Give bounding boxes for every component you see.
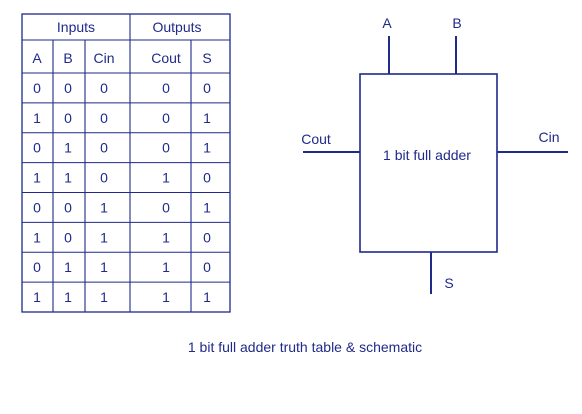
table-row: 1 0 1 1 0 [33, 229, 211, 245]
adder-block [359, 73, 498, 253]
table-cell-b: 1 [64, 140, 72, 156]
pin-s-label: S [444, 275, 453, 291]
table-cell-a: 0 [33, 140, 41, 156]
table-cell-cin: 1 [100, 289, 108, 305]
table-cell-a: 1 [33, 170, 41, 186]
pin-cin-label: Cin [538, 129, 559, 145]
column-header-cout: Cout [151, 50, 181, 66]
pin-b-label: B [452, 15, 461, 31]
table-cell-a: 0 [33, 80, 41, 96]
table-cell-cin: 0 [100, 140, 108, 156]
table-cell-s: 0 [203, 229, 211, 245]
table-cell-a: 1 [33, 110, 41, 126]
table-cell-a: 1 [33, 289, 41, 305]
table-cell-a: 0 [33, 199, 41, 215]
table-cell-cout: 0 [162, 80, 170, 96]
table-row: 0 1 0 0 1 [33, 140, 211, 156]
table-cell-cin: 0 [100, 80, 108, 96]
table-cell-b: 0 [64, 110, 72, 126]
table-cell-s: 0 [203, 259, 211, 275]
pin-cout-label: Cout [301, 131, 331, 147]
table-row: 0 0 0 0 0 [33, 80, 211, 96]
table-cell-cin: 0 [100, 110, 108, 126]
table-cell-s: 1 [203, 110, 211, 126]
table-body: 0 0 0 0 0 1 0 0 0 1 0 1 0 0 1 1 1 0 1 0 0 0 1 0 1 1 0 1 1 0 0 1 1 1 0 1 1 1 1 1 [33, 80, 211, 305]
table-cell-cout: 1 [162, 259, 170, 275]
table-cell-cout: 1 [162, 229, 170, 245]
table-cell-b: 0 [64, 80, 72, 96]
table-cell-cin: 1 [100, 259, 108, 275]
table-cell-b: 1 [64, 289, 72, 305]
table-cell-b: 1 [64, 170, 72, 186]
table-cell-cout: 0 [162, 140, 170, 156]
table-cell-a: 1 [33, 229, 41, 245]
table-row: 1 0 0 0 1 [33, 110, 211, 126]
column-header-a: A [32, 50, 42, 66]
column-header-s: S [202, 50, 211, 66]
table-row: 1 1 1 1 1 [33, 289, 211, 305]
outputs-group-header: Outputs [152, 19, 201, 35]
table-cell-b: 0 [64, 199, 72, 215]
table-cell-cout: 0 [162, 199, 170, 215]
table-cell-s: 1 [203, 199, 211, 215]
pin-a-label: A [382, 15, 392, 31]
inputs-group-header: Inputs [57, 19, 95, 35]
table-cell-b: 1 [64, 259, 72, 275]
table-cell-cout: 1 [162, 170, 170, 186]
adder-block-label: 1 bit full adder [383, 147, 471, 163]
table-cell-cin: 1 [100, 229, 108, 245]
table-cell-cin: 0 [100, 170, 108, 186]
table-cell-s: 0 [203, 170, 211, 186]
table-grid-lines [22, 14, 230, 312]
figure-caption: 1 bit full adder truth table & schematic [188, 339, 422, 355]
table-cell-a: 0 [33, 259, 41, 275]
full-adder-schematic: 1 bit full adder A B Cout Cin S [301, 15, 568, 294]
table-cell-s: 1 [203, 140, 211, 156]
table-cell-cout: 0 [162, 110, 170, 126]
table-cell-s: 1 [203, 289, 211, 305]
column-header-cin: Cin [93, 50, 114, 66]
table-cell-cout: 1 [162, 289, 170, 305]
table-cell-s: 0 [203, 80, 211, 96]
table-row: 0 0 1 0 1 [33, 199, 211, 215]
table-row: 1 1 0 1 0 [33, 170, 211, 186]
table-row: 0 1 1 1 0 [33, 259, 211, 275]
column-header-b: B [63, 50, 72, 66]
table-cell-b: 0 [64, 229, 72, 245]
table-cell-cin: 1 [100, 199, 108, 215]
